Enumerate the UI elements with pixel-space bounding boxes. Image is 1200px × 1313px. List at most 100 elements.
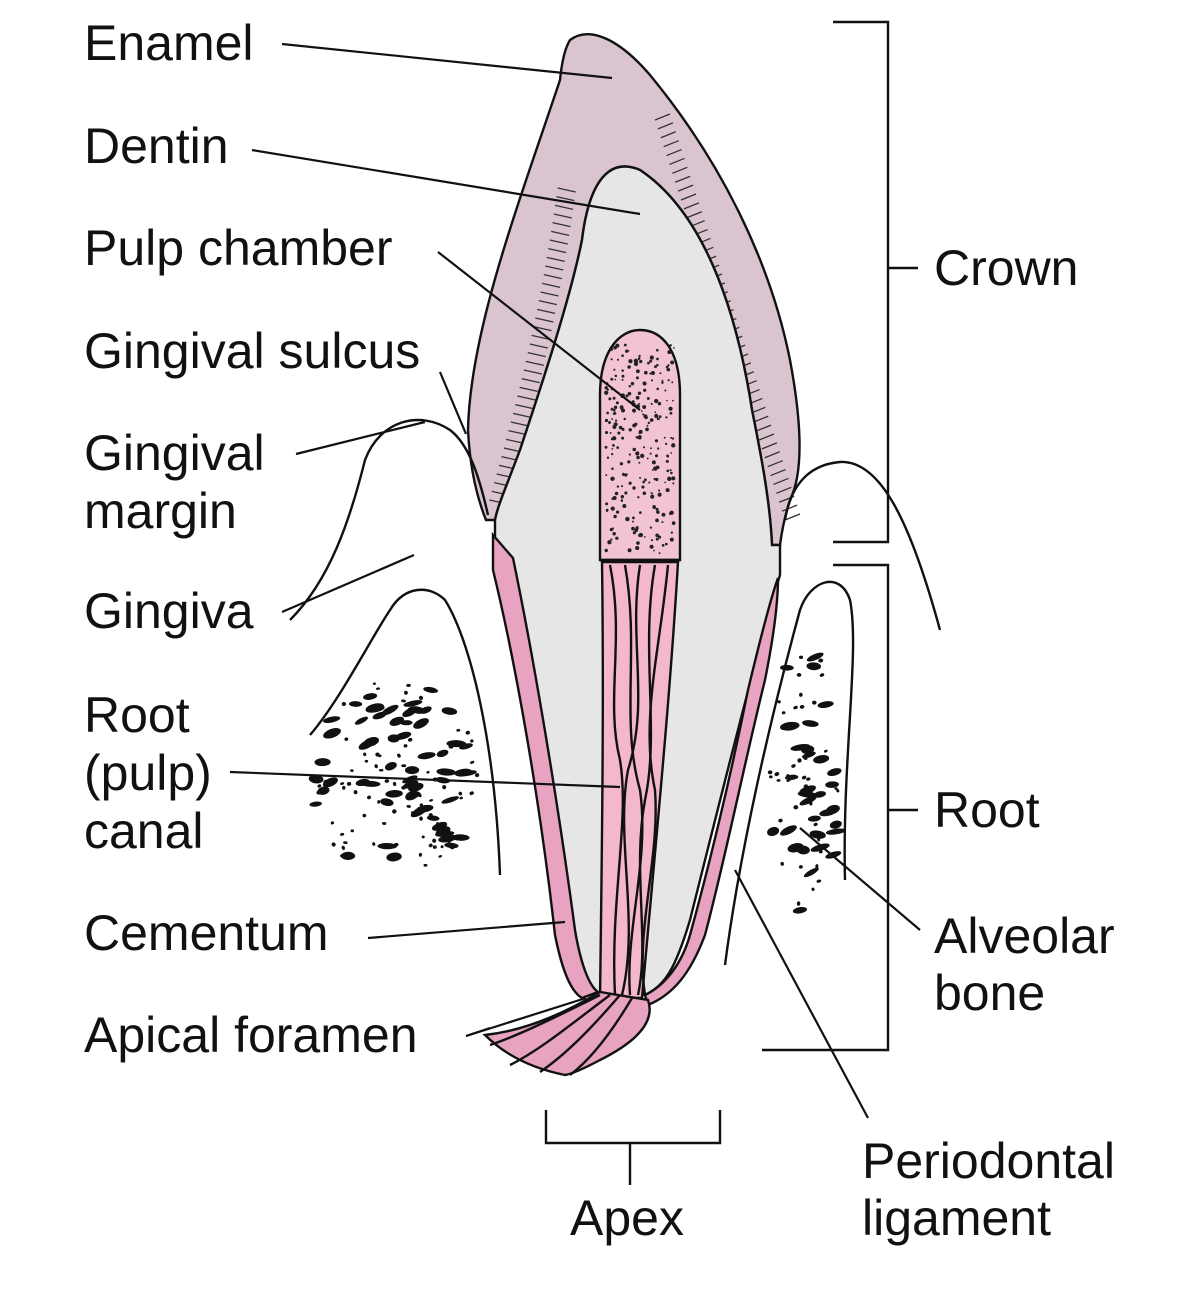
pulp-speckle [632, 447, 637, 452]
bone-speck [767, 770, 773, 775]
pulp-speckle [670, 436, 673, 439]
bone-speck [377, 800, 381, 804]
bone-speck [408, 782, 424, 792]
pulp-speckle [628, 384, 632, 388]
pulp-speckle [657, 447, 660, 450]
bone-speck [363, 693, 378, 700]
pulp-speckle [666, 399, 668, 402]
pulp-speckle [655, 533, 659, 538]
bone-speck [314, 758, 331, 767]
bone-speck [475, 773, 480, 778]
pulp-speckle [653, 549, 655, 552]
enamel-striation [517, 395, 536, 401]
bone-speck [365, 703, 385, 713]
enamel-striation [549, 239, 568, 245]
pulp-speckle [657, 489, 661, 492]
pulp-speckle [638, 402, 641, 405]
apex-bracket [544, 1110, 722, 1185]
pulp-speckle [612, 408, 616, 412]
pulp-speckle [632, 486, 636, 490]
bone-speck [818, 658, 824, 663]
pulp-speckle [646, 397, 650, 400]
root-bracket [762, 563, 918, 1052]
enamel-striation [761, 442, 778, 450]
pulp-speckle [614, 374, 618, 378]
pulp-speckle [621, 369, 624, 372]
bone-speck [386, 852, 402, 862]
bone-speck [456, 728, 461, 732]
bone-speck [780, 664, 794, 671]
bone-speck [774, 772, 780, 777]
bone-speck [809, 830, 826, 839]
bone-speck [410, 811, 415, 814]
enamel-striation [755, 424, 772, 432]
pulp-speckle [632, 408, 636, 413]
pulp-speckle [672, 482, 675, 485]
enamel-striation [781, 504, 798, 512]
enamel-striation [554, 204, 574, 210]
label-periodontal-ligament-line1: Periodontal [862, 1133, 1115, 1189]
pulp-speckle [666, 455, 670, 458]
pulp-speckle [632, 516, 635, 520]
pulp-speckle [653, 398, 659, 404]
bone-speck [318, 789, 323, 794]
pulp-speckle [664, 542, 668, 546]
pulp-speckle [619, 462, 624, 466]
pulp-speckle [611, 448, 614, 450]
bone-speck [363, 752, 367, 757]
label-alveolar-bone-line2: bone [934, 965, 1045, 1021]
bone-speck [377, 843, 398, 850]
bone-speck [341, 845, 346, 850]
pulp-speckle [606, 510, 608, 513]
bone-speck [364, 759, 369, 763]
enamel-striation [553, 213, 572, 219]
bone-speck [343, 841, 348, 844]
label-alveolar-bone-line1: Alveolar [934, 908, 1115, 964]
bone-speck [780, 861, 784, 866]
pulp-speckle [628, 453, 631, 456]
pulp-speckle [649, 359, 653, 363]
bone-speck [807, 815, 821, 822]
pulp-speckle [643, 478, 647, 482]
bone-speck [469, 760, 475, 764]
pulp-speckle [641, 410, 643, 412]
label-enamel: Enamel [84, 15, 254, 71]
pulp-speckle [650, 447, 652, 450]
pulp-speckle [642, 413, 645, 416]
bone-speck [825, 828, 846, 835]
pulp-speckle [620, 426, 623, 428]
pulp-speckle [664, 442, 668, 445]
pulp-speckle [604, 390, 609, 395]
bone-speck [389, 716, 405, 726]
enamel-striation [508, 430, 527, 436]
bone-speck [317, 784, 322, 788]
bone-speck [341, 851, 356, 861]
pulp-speckle [649, 418, 654, 422]
bone-speck [401, 764, 407, 768]
pulp-speckle [650, 492, 653, 494]
pulp-speckle [610, 347, 614, 351]
label-gingiva: Gingiva [84, 583, 254, 639]
pulp-speckle [608, 421, 611, 424]
pulp-speckle [669, 469, 672, 472]
bone-speck [406, 804, 411, 808]
pulp-speckle [666, 367, 671, 372]
pulp-speckle [671, 381, 674, 384]
pulp-speckle [670, 531, 673, 534]
label-periodontal-ligament-line2: ligament [862, 1190, 1051, 1246]
pulp-speckle [636, 525, 639, 528]
pulp-speckle [613, 411, 617, 415]
pulp-speckle [647, 361, 650, 365]
bone-speck [380, 798, 394, 807]
bone-speck [415, 808, 419, 814]
pulp-speckle [650, 494, 655, 499]
bone-speck [401, 699, 406, 703]
pulp-speckle [656, 510, 660, 514]
pulp-speckle [614, 491, 619, 496]
label-crown: Crown [934, 240, 1078, 296]
pulp-speckle [642, 491, 647, 496]
pulp-speckle [643, 388, 647, 392]
bone-speck [417, 752, 436, 760]
pulp-speckle [661, 512, 666, 517]
bone-speck [413, 718, 429, 729]
